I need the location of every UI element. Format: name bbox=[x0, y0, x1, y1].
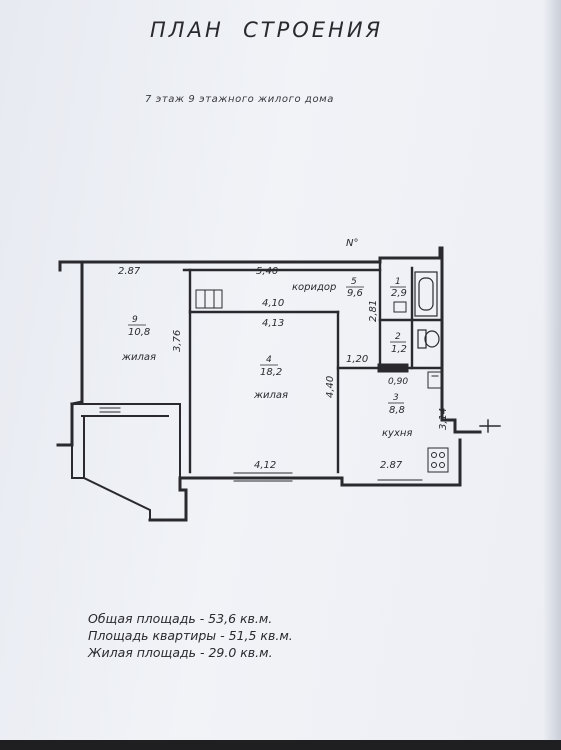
room-3-name: кухня bbox=[382, 428, 412, 439]
room-1-number: 1 bbox=[395, 277, 401, 287]
dim-4-40: 4,40 bbox=[325, 376, 336, 398]
sink-icon bbox=[393, 301, 407, 313]
room-4-name: жилая bbox=[253, 390, 288, 401]
wardrobe-mark bbox=[195, 289, 223, 309]
room-4-area: 18,2 bbox=[260, 367, 282, 378]
dim-2-87-top: 2.87 bbox=[118, 266, 141, 277]
room-1-area: 2,9 bbox=[391, 288, 407, 299]
interior-walls bbox=[182, 260, 442, 474]
room-9-area: 10,8 bbox=[128, 327, 150, 338]
room-3-number: 3 bbox=[393, 393, 399, 403]
sheet-edge-shadow bbox=[543, 0, 561, 750]
total-area-line: Общая площадь - 53,6 кв.м. bbox=[88, 611, 273, 626]
room-5-number: 5 bbox=[351, 277, 357, 287]
entrance-mark bbox=[479, 419, 501, 433]
area-summary: Общая площадь - 53,6 кв.м. Площадь кварт… bbox=[88, 610, 388, 661]
bottom-dark-strip bbox=[0, 740, 561, 750]
bathtub-icon bbox=[414, 271, 438, 317]
door-block bbox=[377, 363, 409, 373]
dim-3-76: 3,76 bbox=[172, 330, 183, 352]
outer-walls bbox=[56, 246, 482, 522]
document-subtitle: 7 этаж 9 этажного жилого дома bbox=[145, 94, 335, 105]
dim-4-10: 4,10 bbox=[262, 298, 284, 309]
dim-4-12: 4,12 bbox=[254, 460, 276, 471]
room-9-number: 9 bbox=[132, 315, 138, 325]
living-area-line: Жилая площадь - 29.0 кв.м. bbox=[88, 645, 273, 660]
windows bbox=[59, 263, 423, 485]
apartment-area-line: Площадь квартиры - 51,5 кв.м. bbox=[88, 628, 293, 643]
room-5-area: 9,6 bbox=[347, 288, 363, 299]
dim-2-81: 2,81 bbox=[368, 300, 379, 322]
dim-5-40: 5,40 bbox=[256, 266, 278, 277]
dim-2-87-bottom: 2.87 bbox=[380, 460, 403, 471]
document-title: ПЛАН СТРОЕНИЯ bbox=[150, 18, 384, 42]
room-2-area: 1,2 bbox=[391, 344, 407, 355]
toilet-icon bbox=[417, 329, 440, 349]
dim-0-90: 0,90 bbox=[388, 377, 408, 387]
dim-4-13: 4,13 bbox=[262, 318, 284, 329]
north-mark: N° bbox=[346, 238, 358, 249]
dim-3-14: 3,14 bbox=[438, 408, 449, 430]
room-9-name: жилая bbox=[121, 352, 156, 363]
room-4-number: 4 bbox=[266, 355, 272, 365]
kitchen-sink-icon bbox=[427, 371, 443, 389]
room-2-number: 2 bbox=[395, 332, 401, 342]
balcony-outline bbox=[71, 403, 181, 521]
room-3-area: 8,8 bbox=[389, 405, 405, 416]
room-5-name: коридор bbox=[292, 282, 336, 293]
dim-1-20: 1,20 bbox=[346, 354, 368, 365]
stove-icon bbox=[427, 447, 449, 473]
